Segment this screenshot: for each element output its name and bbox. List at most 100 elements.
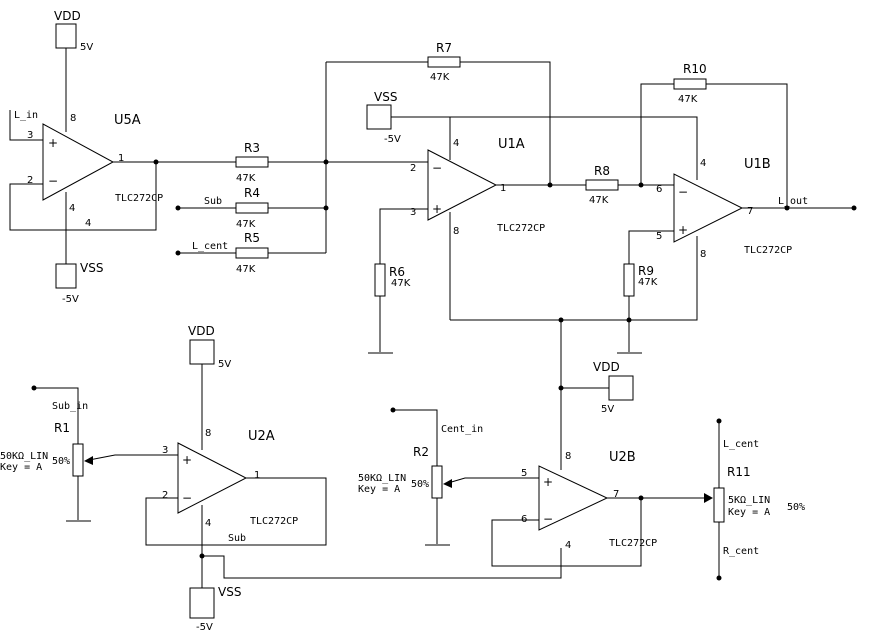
u5a-part: TLC272CP: [115, 193, 163, 204]
vdd-label-u2b: VDD: [593, 360, 620, 374]
u1b-pin-7: 7: [747, 206, 753, 217]
summing-network: R3 47K Sub R4 47K L_cent R5 47K: [156, 62, 412, 275]
u5a-plus-sign: +: [48, 136, 58, 150]
opamp-u5a: VDD 5V 8 + − U5A TLC272CP L_in 3 2 4 4 V…: [9, 9, 163, 305]
r4-ref: R4: [244, 186, 260, 200]
u5a-pin-4a: 4: [69, 203, 75, 214]
r10-ref: R10: [683, 62, 707, 76]
r1-setting: 50%: [52, 456, 70, 467]
net-label-l-in: L_in: [14, 110, 38, 121]
u2b-pin-8: 8: [565, 451, 571, 462]
u1a-pin-2: 2: [410, 163, 416, 174]
resistor-r7: [427, 56, 461, 68]
u2b-ref: U2B: [609, 450, 636, 465]
feedback-r7: R7 47K: [326, 41, 551, 185]
u2a-pin-4: 4: [205, 518, 211, 529]
u1b-plus-sign: +: [678, 223, 688, 237]
r11-setting: 50%: [787, 502, 805, 513]
u5a-triangle: [42, 123, 115, 201]
r2-key: Key = A: [358, 484, 400, 495]
resistor-r3: [235, 156, 269, 168]
u1b-triangle: [673, 173, 744, 243]
u2b-pin-5: 5: [521, 468, 527, 479]
resistor-r9: [623, 263, 635, 297]
r2-value: 50KΩ_LIN: [358, 473, 406, 484]
vdd-label-u2a: VDD: [188, 324, 215, 338]
u2b-pin-7: 7: [613, 489, 619, 500]
opamp-u2b: VDD 5V 8 Cent_in R2 50KΩ_LIN Key = A 50%…: [358, 320, 713, 567]
potentiometer-r11: [713, 487, 725, 523]
u1a-pin-3: 3: [410, 207, 416, 218]
r9-ref: R9: [638, 264, 654, 278]
net-label-sub-out: Sub: [228, 533, 246, 544]
wiper-arrow-icon: [84, 456, 93, 465]
vss-label-u5a: VSS: [80, 261, 103, 275]
opamp-u2a: VDD 5V 8 Sub_in R1 50KΩ_LIN Key = A 50% …: [0, 324, 562, 633]
potentiometer-r11-group: L_cent R11 5KΩ_LIN Key = A 50% R_cent: [713, 418, 805, 581]
u2a-triangle: [177, 442, 248, 514]
resistor-r8: [585, 179, 619, 191]
resistor-r6: [374, 263, 386, 297]
r5-ref: R5: [244, 231, 260, 245]
u2b-plus-sign: +: [543, 475, 553, 489]
net-label-sub-in: Sub_in: [52, 401, 88, 412]
u5a-pin-4b: 4: [85, 218, 91, 229]
r4-value: 47K: [236, 219, 256, 230]
r10-value: 47K: [678, 94, 698, 105]
u2a-pin-3: 3: [162, 445, 168, 456]
u2a-minus-sign: −: [182, 491, 192, 505]
wiper-arrow-icon: [443, 479, 452, 488]
u1a-pin-1: 1: [500, 183, 506, 194]
r5-value: 47K: [236, 264, 256, 275]
vss-source-u5a: [55, 263, 77, 289]
u1b-pin-5: 5: [656, 231, 662, 242]
r7-value: 47K: [430, 72, 450, 83]
u2a-pin-2: 2: [162, 490, 168, 501]
resistor-r10: [673, 78, 707, 90]
u5a-pin-2: 2: [27, 175, 33, 186]
r2-ref: R2: [413, 445, 429, 459]
vss-source-u2a: [189, 587, 215, 619]
u1b-part: TLC272CP: [744, 245, 792, 256]
u5a-pin-3: 3: [27, 130, 33, 141]
vdd-source-u2a: [189, 339, 215, 365]
potentiometer-r2: [431, 465, 443, 499]
r1-ref: R1: [54, 421, 70, 435]
vss-value-u2a: -5V: [196, 622, 213, 633]
vdd-value-u2b: 5V: [601, 404, 614, 415]
net-label-l-out: L_out: [778, 196, 808, 207]
u1b-pin-8: 8: [700, 249, 706, 260]
resistor-r4: [235, 202, 269, 214]
vss-label-u2a: VSS: [218, 585, 241, 599]
u1b-pin-6: 6: [656, 184, 662, 195]
r1-key: Key = A: [0, 462, 42, 473]
r1-value: 50KΩ_LIN: [0, 451, 48, 462]
u1a-plus-sign: +: [432, 202, 442, 216]
net-label-r-cent: R_cent: [723, 546, 759, 557]
u5a-minus-sign: −: [48, 174, 58, 188]
u2a-part: TLC272CP: [250, 516, 298, 527]
u1a-part: TLC272CP: [497, 223, 545, 234]
r6-value: 47K: [391, 278, 411, 289]
vdd-source-u5a: [55, 23, 77, 49]
vdd-value-u5a: 5V: [80, 42, 93, 53]
vss-source-u1a: [366, 104, 392, 130]
net-label-l-cent-r5: L_cent: [192, 241, 228, 252]
u1a-minus-sign: −: [432, 161, 442, 175]
opamp-u1b: R8 47K 6 R10 47K 4 − + U1B TLC272CP 5 R9…: [391, 62, 857, 354]
u2b-minus-sign: −: [543, 512, 553, 526]
u2a-pin-8: 8: [205, 428, 211, 439]
resistor-r5: [235, 247, 269, 259]
u2b-pin-4: 4: [565, 540, 571, 551]
u1a-ref: U1A: [498, 137, 525, 152]
u1b-pin-4: 4: [700, 158, 706, 169]
r11-value: 5KΩ_LIN: [728, 495, 770, 506]
opamp-u1a: VSS -5V 4 − + U1A TLC272CP 2 3 R6 47K 8 …: [366, 90, 586, 354]
net-label-sub-r4: Sub: [204, 196, 222, 207]
u1a-triangle: [427, 149, 498, 221]
u5a-pin-8: 8: [70, 113, 76, 124]
wiper-arrow-icon: [704, 493, 713, 503]
net-label-cent-in: Cent_in: [441, 424, 483, 435]
r11-key: Key = A: [728, 507, 770, 518]
